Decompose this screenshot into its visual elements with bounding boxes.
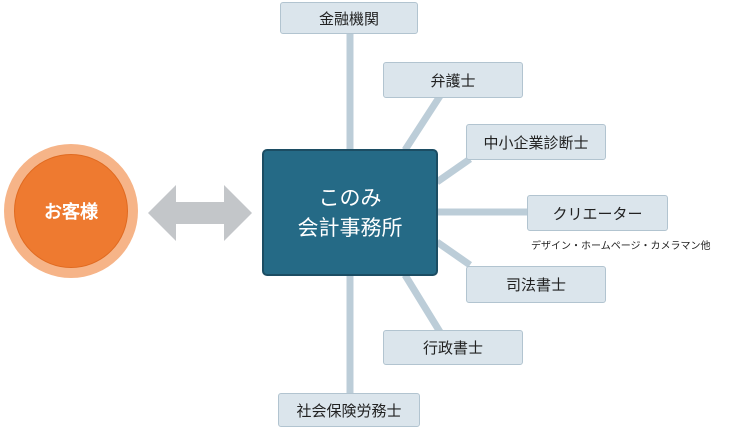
partner-creator: クリエーター xyxy=(527,195,668,231)
customer-label: お客様 xyxy=(44,202,98,223)
partner-lawyer-label: 弁護士 xyxy=(430,71,476,90)
partner-administrative-label: 行政書士 xyxy=(422,339,483,357)
partner-finance-label: 金融機関 xyxy=(318,9,379,28)
connector-judicial xyxy=(434,239,473,268)
connector-administrative xyxy=(402,273,443,334)
partner-finance: 金融機関 xyxy=(280,2,418,34)
partner-lawyer: 弁護士 xyxy=(383,62,523,98)
partner-administrative: 行政書士 xyxy=(383,330,523,365)
partner-labor: 社会保険労務士 xyxy=(278,393,420,427)
partner-consultant: 中小企業診断士 xyxy=(466,124,606,160)
double-arrow-icon xyxy=(148,185,252,241)
center-office-box: このみ 会計事務所 xyxy=(262,149,438,276)
partner-consultant-label: 中小企業診断士 xyxy=(483,133,589,152)
creator-note: デザイン・ホームページ・カメラマン他 xyxy=(531,241,711,252)
partner-judicial: 司法書士 xyxy=(466,266,606,303)
partner-labor-label: 社会保険労務士 xyxy=(296,401,402,420)
connector-lawyer xyxy=(402,94,443,152)
center-title-line2: 会計事務所 xyxy=(297,215,403,240)
connector-consultant xyxy=(434,156,473,185)
partner-judicial-label: 司法書士 xyxy=(505,276,566,294)
center-title-line1: このみ xyxy=(318,185,382,210)
customer-circle: お客様 xyxy=(14,154,128,268)
partner-creator-label: クリエーター xyxy=(552,204,643,223)
